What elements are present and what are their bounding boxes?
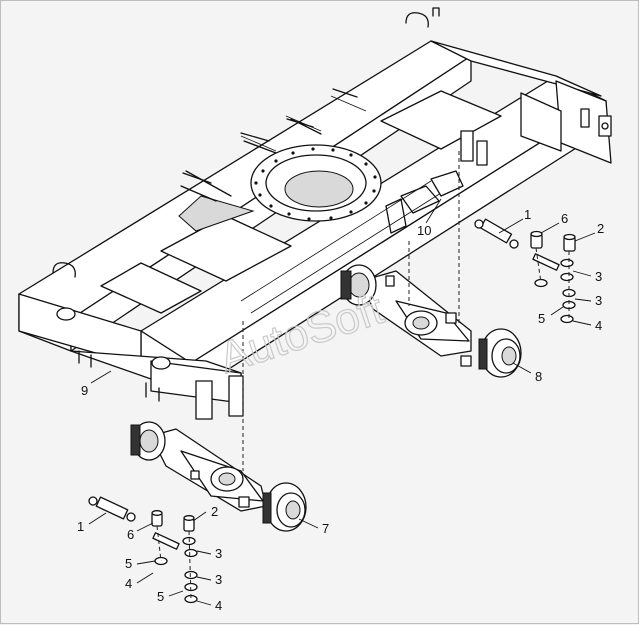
callout-3-top-a: 3 — [595, 269, 602, 284]
callout-3-bottom-b: 3 — [215, 572, 222, 587]
part-6-pin-bottom — [151, 510, 163, 527]
part-6-pin-top — [530, 230, 543, 249]
callout-labels: 1 6 2 3 3 5 4 8 9 10 7 1 6 2 3 5 4 3 5 4 — [77, 207, 604, 613]
callout-7: 7 — [322, 521, 329, 536]
front-drive-axle — [340, 264, 522, 378]
rear-drive-axle — [130, 421, 307, 532]
part-2-pin-top — [563, 233, 576, 252]
callout-1-bottom: 1 — [77, 519, 84, 534]
callout-4-bottom-a: 4 — [125, 576, 132, 591]
bogie-frame — [18, 7, 612, 420]
callout-9: 9 — [81, 383, 88, 398]
part-1-cylinder-top — [474, 218, 519, 249]
ring-bolt-holes — [254, 147, 377, 221]
callout-5-bottom-b: 5 — [157, 589, 164, 604]
callout-1-top: 1 — [524, 207, 531, 222]
callout-4-top: 4 — [595, 318, 602, 333]
callout-6-bottom: 6 — [127, 527, 134, 542]
callout-2-bottom: 2 — [211, 504, 218, 519]
callout-8: 8 — [535, 369, 542, 384]
part-2-pin-bottom — [183, 515, 195, 532]
callout-3-top-b: 3 — [595, 293, 602, 308]
callout-5-bottom-a: 5 — [125, 556, 132, 571]
leader-lines — [88, 198, 596, 606]
callout-3-bottom-a: 3 — [215, 546, 222, 561]
callout-10: 10 — [417, 223, 431, 238]
bottom-fastener-set — [88, 496, 198, 604]
part-1-cylinder-bottom — [88, 496, 136, 522]
suspension-bracket — [430, 170, 464, 197]
top-fastener-set — [474, 218, 576, 324]
callout-6-top: 6 — [561, 211, 568, 226]
assembly-guide-lines — [242, 151, 460, 471]
callout-5-top: 5 — [538, 311, 545, 326]
callout-2-top: 2 — [597, 221, 604, 236]
callout-4-bottom-b: 4 — [215, 598, 222, 613]
